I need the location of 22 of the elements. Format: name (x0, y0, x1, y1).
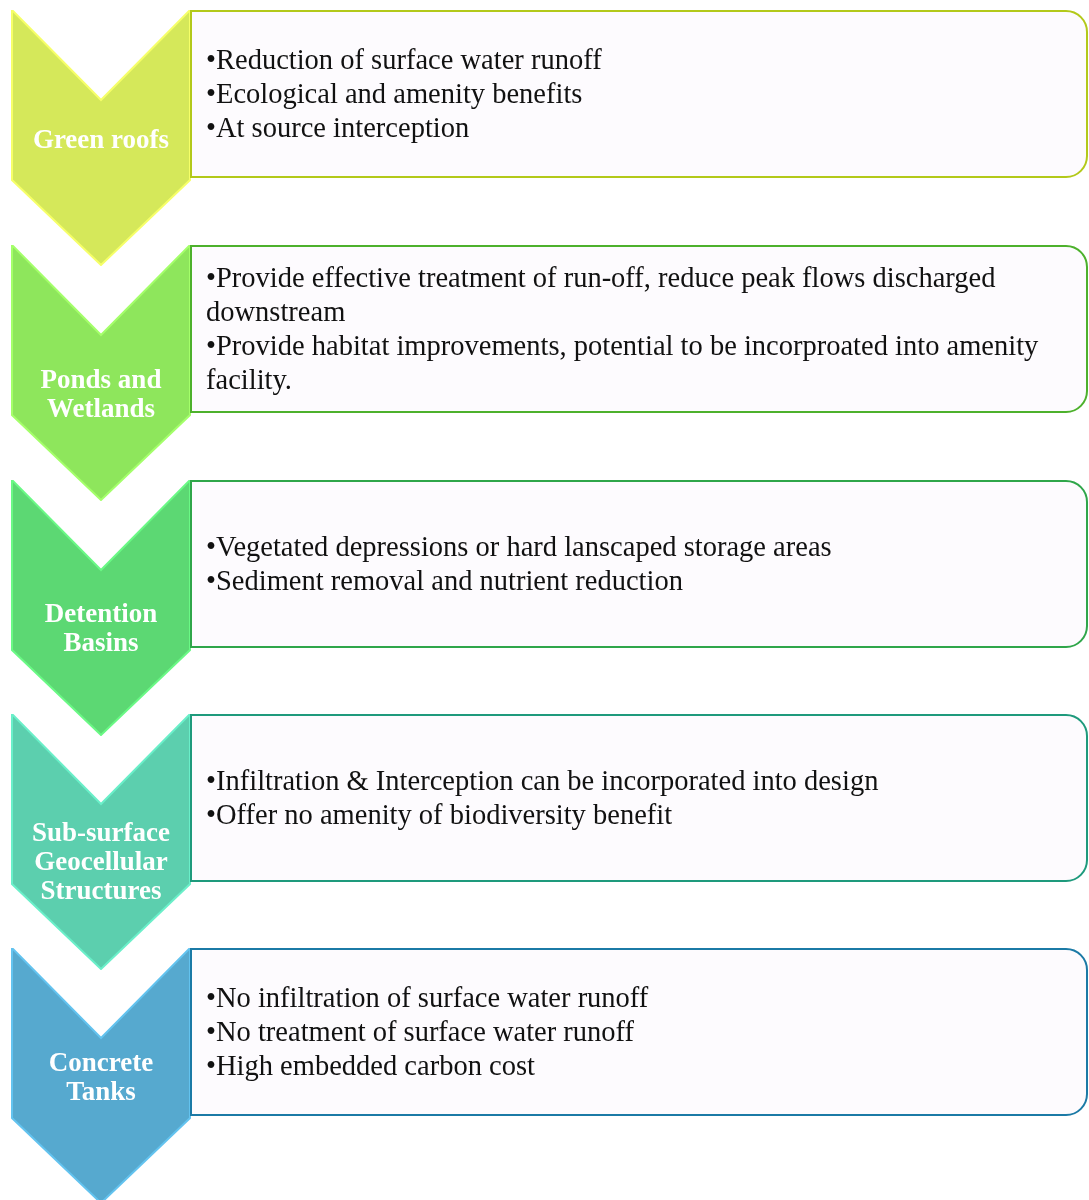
category-label: Ponds and Wetlands (39, 365, 163, 423)
bullet-item: •Provide habitat improvements, potential to be incorproated into amenity facility. (206, 329, 1040, 397)
bullet-item: •Reduction of surface water runoff (206, 43, 603, 77)
bullet-item: •Sediment removal and nutrient reduction (206, 564, 684, 598)
bullet-item: •Infiltration & Interception can be incorporated into design (206, 764, 880, 798)
bullet-item: •Vegetated depressions or hard lanscaped storage areas (206, 530, 833, 564)
category-label: Concrete Tanks (47, 1048, 155, 1106)
bullet-item: •Provide effective treatment of run-off, reduce peak flows discharged downstream (206, 261, 997, 329)
bullet-item: •High embedded carbon cost (206, 1049, 536, 1083)
description-box (190, 714, 1088, 882)
bullet-item: •No treatment of surface water runoff (206, 1015, 636, 1049)
category-label: Sub-surface Geocellular Structures (31, 817, 171, 905)
bullet-item: •No infiltration of surface water runoff (206, 981, 650, 1015)
bullet-item: •At source interception (206, 111, 471, 145)
description-box (190, 480, 1088, 648)
bullet-item: •Offer no amenity of biodiversity benefit (206, 798, 674, 832)
description-box (190, 245, 1088, 413)
description-box (190, 10, 1088, 178)
bullet-item: •Ecological and amenity benefits (206, 77, 584, 111)
category-label: Detention Basins (43, 599, 159, 657)
category-label: Green roofs (31, 124, 171, 154)
description-box (190, 948, 1088, 1116)
